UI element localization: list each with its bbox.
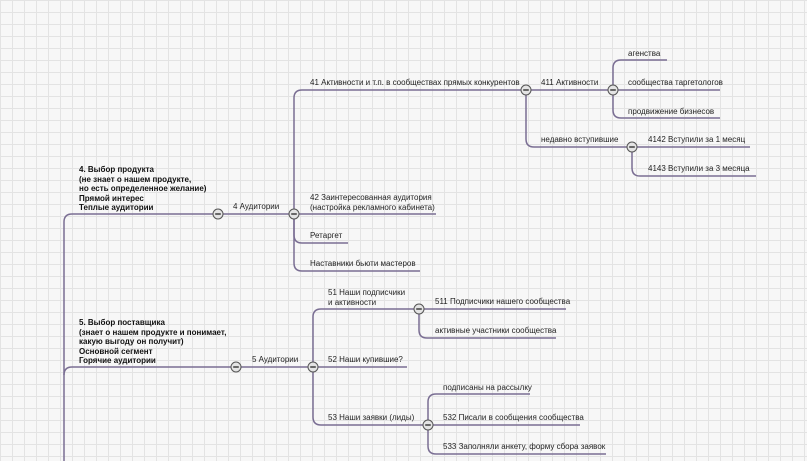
edge-promotion xyxy=(612,90,720,119)
group-4-title: 4. Выбор продукта xyxy=(79,165,154,174)
group-4-line: (не знает о нашем продукте, xyxy=(79,174,192,184)
collapse-icon[interactable] xyxy=(288,208,300,220)
collapse-icon[interactable] xyxy=(230,361,242,373)
group-4-line: Прямой интерес xyxy=(79,193,144,203)
node-recent[interactable]: недавно вступившие xyxy=(541,135,619,144)
group-4-line: Теплые аудитории xyxy=(79,203,154,212)
edge-mentors xyxy=(293,214,420,272)
node-532[interactable]: 532 Писали в сообщения сообщества xyxy=(443,413,584,422)
group-5-line: Основной сегмент xyxy=(79,346,153,356)
node-4142[interactable]: 4142 Вступили за 1 месяц xyxy=(648,135,746,144)
collapse-icon[interactable] xyxy=(422,419,434,431)
edge-53 xyxy=(312,367,428,426)
node-mentors[interactable]: Наставники бьюти мастеров xyxy=(310,259,416,268)
group-5-line: какую выгоду он получит) xyxy=(79,337,184,346)
collapse-icon[interactable] xyxy=(520,84,532,96)
edge-agencies xyxy=(612,59,667,90)
node-agencies[interactable]: агенства xyxy=(628,49,661,58)
edge-51 xyxy=(312,308,419,367)
group-5-line: (знает о нашем продукте и понимает, xyxy=(79,327,227,337)
edge-mailing xyxy=(427,393,530,425)
node-411[interactable]: 411 Активности xyxy=(541,78,599,87)
trunk-edge xyxy=(63,213,73,461)
node-51-line: и активности xyxy=(328,297,377,307)
node-52[interactable]: 52 Наши купившие? xyxy=(328,355,403,364)
collapse-icon[interactable] xyxy=(307,361,319,373)
node-active[interactable]: активные участники сообщества xyxy=(435,326,557,335)
node-targetologists[interactable]: сообщества таргетологов xyxy=(628,78,723,87)
node-511[interactable]: 511 Подписчики нашего сообщества xyxy=(435,297,571,306)
edge-recent xyxy=(525,90,632,148)
group-4-line: но есть определенное желание) xyxy=(79,184,207,193)
node-aud4[interactable]: 4 Аудитории xyxy=(233,202,280,211)
node-promotion[interactable]: продвижение бизнесов xyxy=(628,107,715,116)
node-51-line: 51 Наши подписчики xyxy=(328,288,406,297)
edge-533 xyxy=(427,425,606,455)
group-5-title: 5. Выбор поставщика xyxy=(79,318,165,327)
node-42-line: (настройка рекламного кабинета) xyxy=(310,202,435,212)
node-533[interactable]: 533 Заполняли анкету, форму сбора заявок xyxy=(443,442,606,451)
edge-4143 xyxy=(631,147,756,177)
edge-active xyxy=(418,309,556,339)
collapse-icon[interactable] xyxy=(413,303,425,315)
collapse-icon[interactable] xyxy=(212,208,224,220)
edge-41 xyxy=(293,89,526,214)
node-retarget[interactable]: Ретаргет xyxy=(310,231,343,240)
node-mailing[interactable]: подписаны на рассылку xyxy=(443,383,532,392)
collapse-icon[interactable] xyxy=(626,141,638,153)
node-42-line: 42 Заинтересованная аудитория xyxy=(310,193,432,202)
node-4143[interactable]: 4143 Вступили за 3 месяца xyxy=(648,164,750,173)
node-aud5[interactable]: 5 Аудитории xyxy=(252,355,299,364)
group-5-line: Горячие аудитории xyxy=(79,356,156,365)
node-41[interactable]: 41 Активности и т.п. в сообществах прямы… xyxy=(310,78,520,87)
node-53[interactable]: 53 Наши заявки (лиды) xyxy=(328,413,415,422)
trunk-edge-5 xyxy=(63,366,73,376)
collapse-icon[interactable] xyxy=(607,84,619,96)
